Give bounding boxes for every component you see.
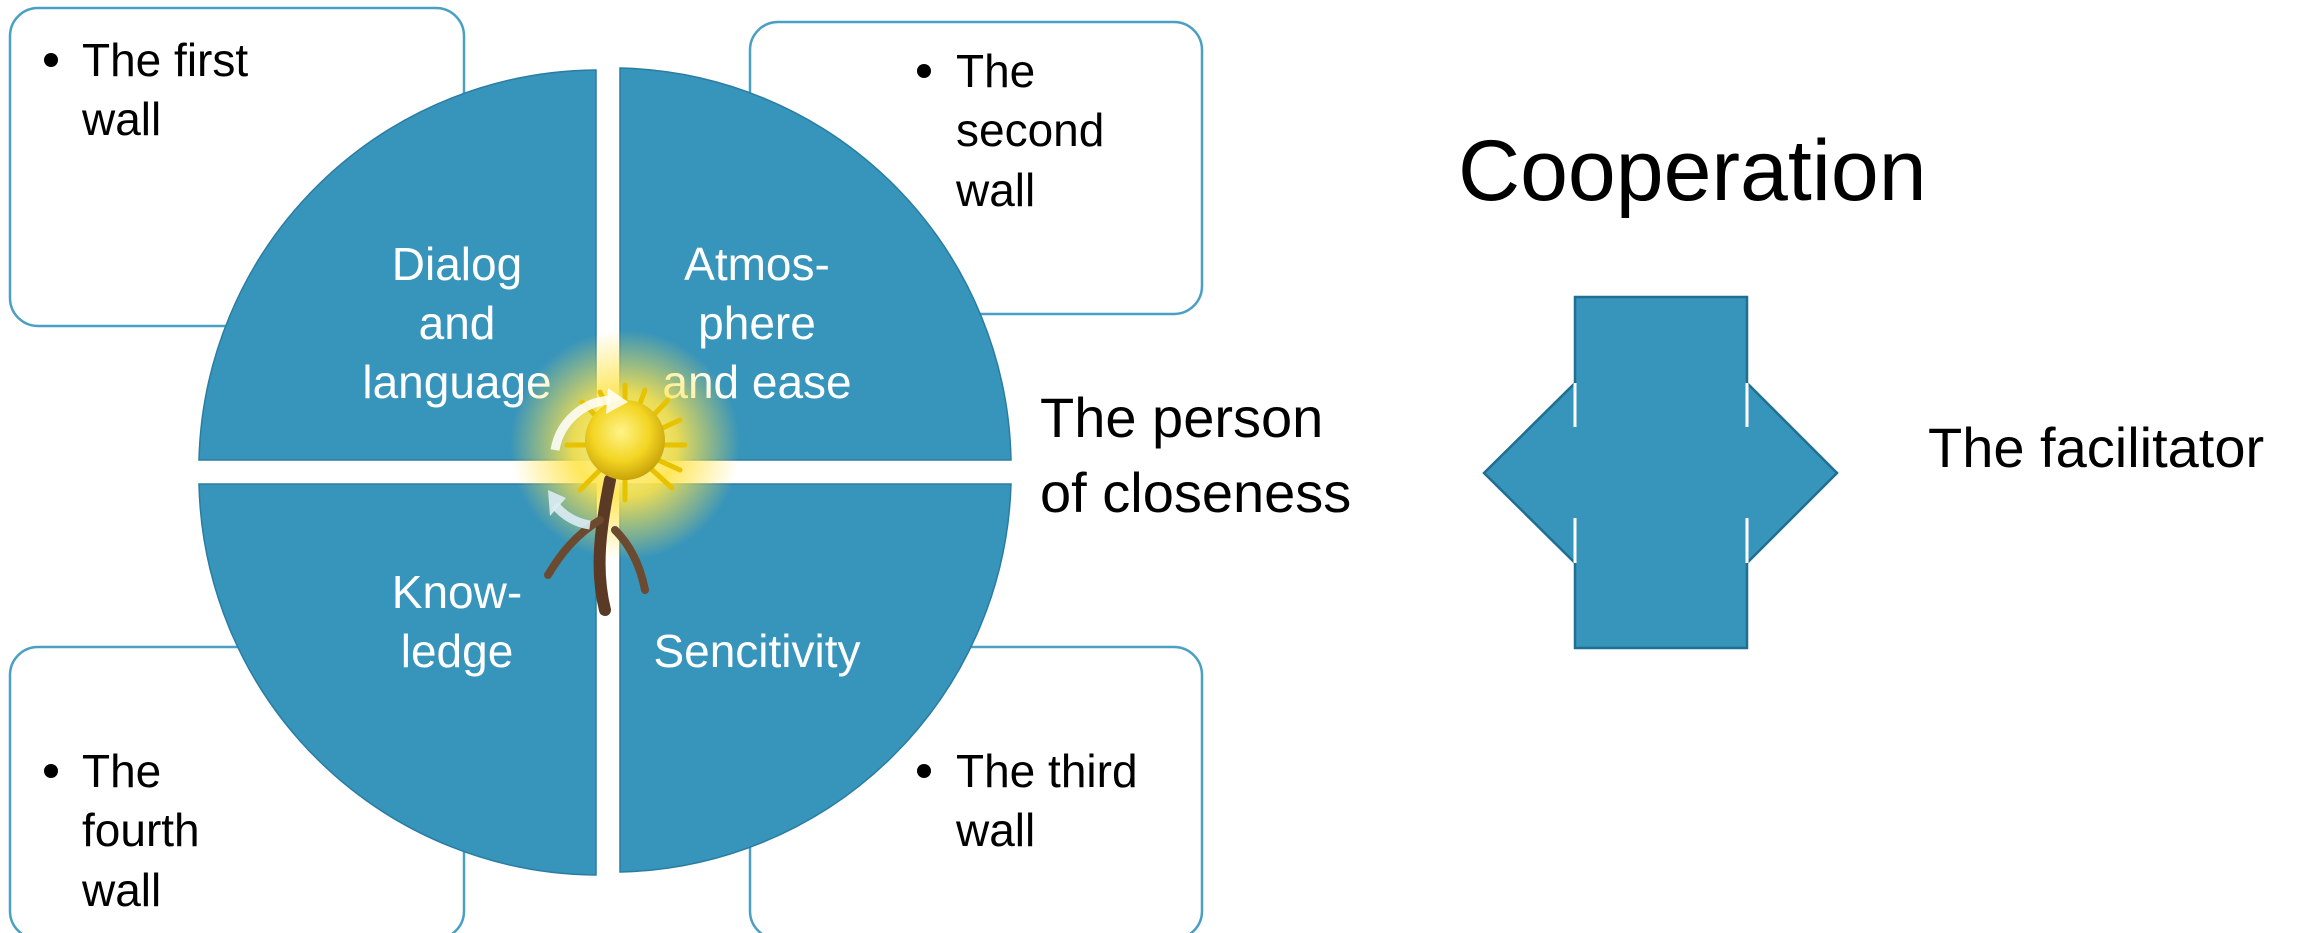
person-label-line-2: of closeness bbox=[1040, 461, 1351, 524]
quadrant-bottom-left bbox=[198, 483, 597, 876]
quadrant-bottom-right bbox=[619, 483, 1012, 873]
bullet-dot bbox=[917, 764, 931, 778]
wall-second-line-3: wall bbox=[955, 164, 1035, 216]
wall-first-line-2: wall bbox=[81, 93, 161, 145]
quadrant-top-right-line-1: Atmos- bbox=[684, 238, 830, 290]
bullet-dot bbox=[44, 764, 58, 778]
quadrant-top-left-line-1: Dialog bbox=[392, 238, 522, 290]
wall-third-line-2: wall bbox=[955, 804, 1035, 856]
quadrant-bottom-left-line-2: ledge bbox=[401, 625, 514, 677]
quadrant-circle bbox=[198, 67, 1012, 876]
wall-second-line-2: second bbox=[956, 104, 1104, 156]
dandelion-flower-icon bbox=[510, 330, 740, 616]
person-label-line-1: The person bbox=[1040, 386, 1323, 449]
double-arrow-cross-icon bbox=[1482, 295, 1839, 650]
cooperation-title: Cooperation bbox=[1458, 123, 1927, 219]
wall-fourth-line-3: wall bbox=[81, 864, 161, 916]
quadrant-top-right-line-2: phere bbox=[698, 297, 816, 349]
quadrant-top-left-line-2: and bbox=[419, 297, 496, 349]
quadrant-bottom-right-line-1: Sencitivity bbox=[653, 625, 860, 677]
quadrant-bottom-left-line-1: Know- bbox=[392, 566, 522, 618]
person-of-closeness-label: The person of closeness bbox=[1040, 386, 1351, 524]
bullet-dot bbox=[44, 53, 58, 67]
wall-second-line-1: The bbox=[956, 45, 1035, 97]
facilitator-label: The facilitator bbox=[1928, 416, 2264, 479]
wall-third-line-1: The third bbox=[956, 745, 1138, 797]
wall-first-line-1: The first bbox=[82, 34, 248, 86]
bullet-dot bbox=[917, 64, 931, 78]
wall-fourth-line-2: fourth bbox=[82, 804, 200, 856]
circular-arrows-icon bbox=[548, 388, 628, 530]
quadrant-top-right bbox=[619, 67, 1012, 461]
quadrant-top-left bbox=[198, 69, 597, 461]
wall-fourth-line-1: The bbox=[82, 745, 161, 797]
